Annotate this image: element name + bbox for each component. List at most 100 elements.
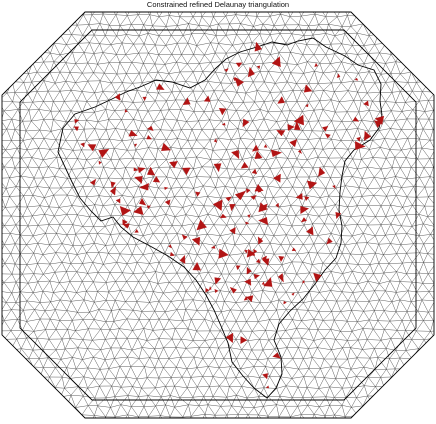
- highlighted-triangle: [74, 119, 80, 124]
- highlighted-triangle: [313, 272, 322, 283]
- highlighted-triangle: [146, 134, 153, 140]
- highlighted-triangle: [262, 373, 268, 380]
- highlighted-triangle: [254, 150, 263, 160]
- highlighted-triangle: [146, 166, 156, 176]
- highlighted-triangle: [283, 300, 287, 305]
- highlighted-triangle: [302, 280, 306, 284]
- highlighted-triangle: [73, 126, 79, 132]
- highlighted-triangle: [133, 205, 144, 215]
- highlighted-triangle: [195, 191, 201, 197]
- highlighted-triangle: [265, 385, 269, 389]
- highlighted-triangle: [261, 203, 268, 210]
- highlighted-triangle: [122, 223, 130, 229]
- highlighted-triangle: [139, 197, 147, 206]
- highlighted-triangle: [332, 185, 336, 189]
- highlighted-triangle: [244, 249, 248, 254]
- highlighted-triangle: [253, 273, 260, 280]
- highlighted-triangle: [324, 133, 331, 139]
- highlighted-triangle: [297, 149, 302, 154]
- highlighted-triangle: [258, 238, 263, 242]
- highlighted-triangle: [109, 186, 117, 196]
- highlighted-triangle: [134, 143, 138, 148]
- highlighted-triangle: [115, 198, 121, 204]
- highlighted-triangle: [133, 167, 139, 172]
- highlighted-triangle: [164, 186, 169, 191]
- highlighted-triangle: [210, 245, 216, 249]
- highlighted-triangle: [277, 273, 284, 283]
- highlighted-triangle: [250, 195, 257, 201]
- highlighted-triangle: [247, 214, 251, 219]
- highlighted-triangle: [240, 161, 249, 169]
- highlighted-triangle: [179, 254, 186, 264]
- highlighted-triangle: [87, 144, 97, 152]
- highlighted-triangle: [229, 286, 237, 294]
- highlighted-triangle: [114, 93, 121, 101]
- highlighted-triangle: [146, 205, 151, 210]
- highlighted-triangle: [244, 278, 252, 286]
- mesh-edge-lines: [2, 12, 434, 418]
- highlighted-triangle: [245, 188, 251, 194]
- highlighted-triangle: [124, 108, 128, 113]
- highlighted-triangle: [147, 125, 154, 132]
- highlighted-triangle: [214, 288, 219, 294]
- highlighted-triangle: [182, 167, 191, 176]
- highlighted-triangle: [98, 160, 102, 165]
- highlighted-triangle: [128, 129, 138, 137]
- highlighted-triangle: [192, 261, 202, 271]
- highlighted-triangle: [278, 256, 285, 262]
- highlighted-triangles: [73, 41, 385, 389]
- highlighted-triangle: [246, 266, 252, 275]
- highlighted-triangle: [218, 108, 227, 116]
- highlighted-triangle: [355, 141, 366, 151]
- highlighted-triangle: [240, 336, 248, 344]
- highlighted-triangle: [293, 114, 304, 126]
- highlighted-triangle: [352, 116, 360, 122]
- highlighted-triangle: [191, 236, 201, 246]
- highlighted-triangle: [275, 202, 279, 208]
- highlighted-triangle: [214, 277, 222, 285]
- highlighted-triangle: [224, 68, 229, 73]
- highlighted-triangle: [235, 265, 241, 271]
- highlighted-triangle: [221, 122, 226, 126]
- highlighted-triangle: [291, 292, 295, 296]
- highlighted-triangle: [314, 62, 318, 67]
- highlighted-triangle: [306, 180, 318, 190]
- highlighted-triangle: [235, 62, 243, 68]
- highlighted-triangle: [168, 244, 172, 249]
- highlighted-triangle: [156, 83, 165, 90]
- highlighted-triangle: [119, 205, 132, 216]
- highlighted-triangle: [245, 295, 254, 303]
- highlighted-triangle: [89, 178, 97, 186]
- highlighted-triangle: [263, 277, 273, 287]
- highlighted-triangle: [247, 66, 255, 78]
- highlighted-triangle: [98, 148, 110, 159]
- highlighted-triangle: [294, 120, 301, 131]
- region-outline: [57, 37, 383, 399]
- highlighted-triangle: [254, 41, 263, 52]
- highlighted-triangle: [225, 332, 234, 344]
- highlighted-triangle: [251, 168, 258, 175]
- highlighted-triangle: [277, 96, 285, 104]
- highlighted-triangle: [291, 247, 297, 251]
- highlighted-triangle: [229, 204, 236, 212]
- highlighted-triangle: [134, 176, 143, 184]
- highlighted-triangle: [253, 248, 258, 254]
- highlighted-triangle: [300, 206, 310, 215]
- highlighted-triangle: [272, 352, 281, 359]
- highlighted-triangle: [306, 226, 314, 236]
- highlighted-triangle: [243, 295, 248, 301]
- highlighted-triangle: [229, 227, 236, 235]
- highlighted-triangle: [295, 192, 303, 200]
- highlighted-triangle: [318, 166, 326, 177]
- highlighted-triangle: [246, 248, 256, 258]
- highlighted-triangle: [218, 248, 229, 259]
- highlighted-triangle: [336, 73, 341, 78]
- highlighted-triangle: [303, 84, 313, 93]
- highlighted-triangle: [245, 221, 250, 225]
- highlighted-triangle: [271, 56, 281, 68]
- highlighted-triangle: [276, 130, 286, 137]
- outer-boundary: [1, 11, 435, 419]
- highlighted-triangle: [208, 286, 212, 291]
- highlighted-triangle: [80, 142, 85, 148]
